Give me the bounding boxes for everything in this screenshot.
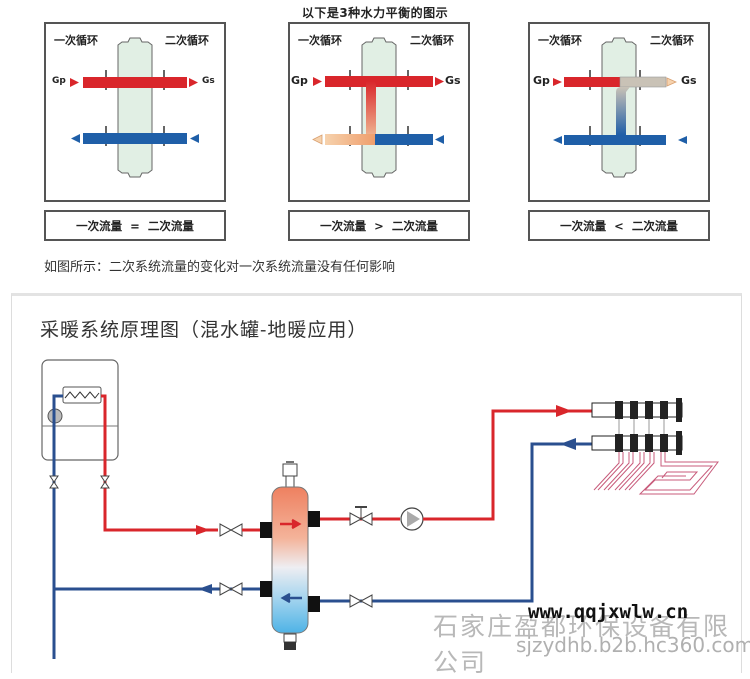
primary-loop-label: 一次循环 <box>538 34 582 47</box>
top-title: 以下是3种水力平衡的图示 <box>301 6 449 20</box>
cold-pipe <box>83 133 187 144</box>
separator-equal <box>70 37 199 178</box>
gs-label: Gs <box>681 74 697 87</box>
secondary-loop-label: 二次循环 <box>650 34 694 47</box>
connector <box>308 596 320 612</box>
hot-pipe <box>83 77 187 88</box>
boiler-hot-pipe <box>101 394 218 532</box>
warm-return-arrow-icon <box>312 134 323 145</box>
secondary-loop-label: 二次循环 <box>165 34 209 47</box>
supply-flow-arrow-icon <box>556 405 572 417</box>
connector <box>308 511 320 527</box>
mixed-supply-pipe <box>619 76 667 88</box>
cold-flow-arrow-icon <box>280 592 302 604</box>
diagram-graphics <box>41 37 719 659</box>
url-watermark: www.qqjxwlw.cn <box>528 601 689 623</box>
connector <box>260 581 272 597</box>
flow-relation-equal: 一次流量 = 二次流量 <box>44 210 226 241</box>
schematic-panel <box>11 293 742 673</box>
flow-relation-secondary-greater: 一次流量 < 二次流量 <box>528 210 710 241</box>
hot-flow-arrow-icon <box>280 518 302 530</box>
return-arrow-icon <box>678 136 687 144</box>
return-arrow-icon <box>71 134 80 143</box>
cold-pipe <box>375 134 433 145</box>
secondary-hot-pipe <box>423 409 592 521</box>
gp-arrow-icon <box>70 78 79 87</box>
separator-vessel <box>271 486 309 634</box>
gp-label: Gp <box>533 74 550 87</box>
gp-arrow-icon <box>553 78 562 86</box>
separator-tank <box>117 37 153 178</box>
connector <box>260 522 272 538</box>
circulation-pump-icon <box>400 507 424 531</box>
drain-valve-icon <box>283 633 297 643</box>
return-arrow-icon <box>553 136 562 144</box>
warm-return-pipe <box>325 134 375 145</box>
flow-relation-primary-greater: 一次流量 > 二次流量 <box>288 210 470 241</box>
bypass-pipe <box>616 87 630 135</box>
return-arrow-icon <box>190 134 199 143</box>
gs-label: Gs <box>445 74 461 87</box>
primary-loop-label: 一次循环 <box>298 34 342 47</box>
floor-heating-manifold <box>591 398 683 455</box>
hot-pipe <box>564 77 620 87</box>
gp-label: Gp <box>291 74 308 87</box>
air-vent-icon <box>282 463 298 477</box>
schematic-title: 采暖系统原理图（混水罐-地暖应用） <box>40 319 368 341</box>
note-text: 如图所示：二次系统流量的变化对一次系统流量没有任何影响 <box>44 260 396 275</box>
primary-loop-label: 一次循环 <box>54 34 98 47</box>
isolation-valve-icon <box>349 594 373 608</box>
gs-arrow-icon <box>189 78 198 87</box>
secondary-cold-pipe <box>320 442 592 603</box>
gs-label: Gs <box>202 76 215 86</box>
bypass-pipe <box>366 81 376 142</box>
return-flow-arrow-icon <box>560 438 576 450</box>
gs-arrow-icon <box>666 77 677 87</box>
isolation-valve-icon <box>219 582 243 596</box>
hydraulic-separator <box>260 461 320 650</box>
return-flow-arrow-icon <box>198 584 212 594</box>
cold-pipe <box>564 135 666 145</box>
separator-primary-greater <box>312 37 444 178</box>
supply-flow-arrow-icon <box>196 525 210 535</box>
site-watermark: sjzydhb.b2b.hc360.com <box>516 633 750 657</box>
balancing-valve-icon <box>349 506 373 526</box>
heat-exchanger-coil <box>64 391 100 399</box>
floor-heating-loops <box>593 452 719 495</box>
gs-arrow-icon <box>435 77 444 86</box>
isolation-valve-icon <box>219 523 243 537</box>
secondary-loop-label: 二次循环 <box>410 34 454 47</box>
separator-secondary-greater <box>553 37 687 178</box>
gp-label: Gp <box>52 76 66 86</box>
hot-pipe <box>325 76 433 87</box>
gp-arrow-icon <box>313 77 322 86</box>
return-arrow-icon <box>435 135 444 144</box>
boiler-valve-icon <box>49 475 110 489</box>
boiler-cold-pipe <box>52 394 63 659</box>
